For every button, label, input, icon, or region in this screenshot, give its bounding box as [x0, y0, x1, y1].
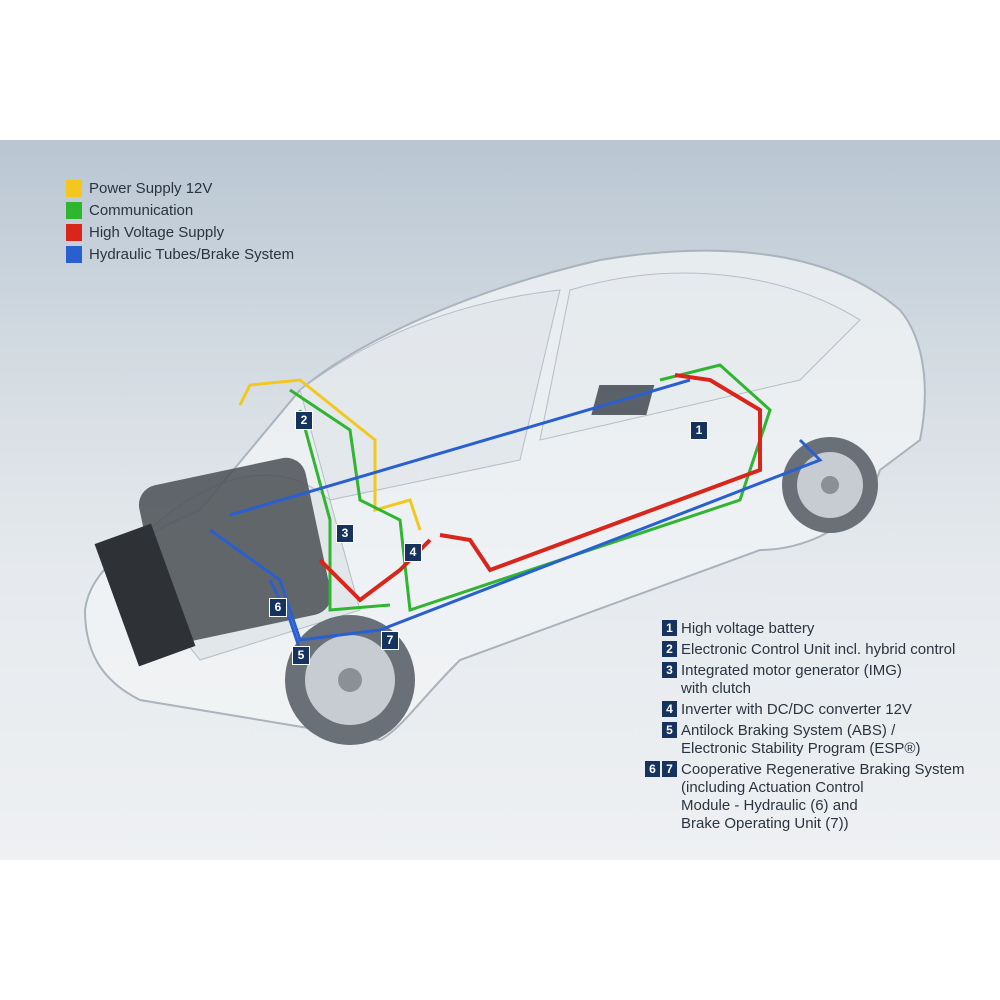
badge-group: 4 [655, 701, 677, 717]
swatch-green [66, 201, 82, 219]
hydraulic-line-3 [268, 579, 302, 651]
key-item: 2 Electronic Control Unit incl. hybrid c… [655, 641, 995, 659]
key-item: 3 Integrated motor generator (IMG) with … [655, 662, 995, 698]
high-voltage-line [439, 373, 762, 573]
legend-item-hydraulic: Hydraulic Tubes/Brake System [66, 243, 294, 265]
communication-line [289, 363, 772, 613]
number-badge: 6 [645, 761, 660, 777]
legend-label: Hydraulic Tubes/Brake System [89, 245, 295, 263]
radiator [94, 523, 196, 667]
legend-item-high-voltage: High Voltage Supply [66, 221, 294, 243]
marker-6: 6 [269, 598, 287, 617]
legend-label: High Voltage Supply [89, 223, 225, 241]
communication-line-2 [298, 409, 391, 612]
badge-group: 5 [655, 722, 677, 738]
swatch-red [66, 223, 82, 241]
color-legend: Power Supply 12V Communication High Volt… [66, 177, 294, 265]
marker-4: 4 [404, 543, 422, 562]
key-text: Antilock Braking System (ABS) / Electron… [681, 722, 921, 757]
diagram-panel: Power Supply 12V Communication High Volt… [0, 140, 1000, 860]
marker-3: 3 [336, 524, 354, 543]
number-badge: 1 [662, 620, 677, 636]
hydraulic-line-2 [209, 438, 823, 642]
swatch-yellow [66, 179, 82, 197]
marker-2: 2 [295, 411, 313, 430]
badge-group: 1 [655, 620, 677, 636]
badge-group: 2 [655, 641, 677, 657]
hydraulic-line [229, 378, 691, 517]
badge-group: 3 [655, 662, 677, 678]
key-text: Inverter with DC/DC converter 12V [681, 701, 912, 718]
legend-label: Power Supply 12V [89, 179, 213, 197]
number-badge: 7 [662, 761, 677, 777]
swatch-blue [66, 245, 82, 263]
key-text: Electronic Control Unit incl. hybrid con… [681, 641, 956, 658]
engine-block [138, 457, 332, 643]
key-text: Integrated motor generator (IMG) with cl… [681, 662, 902, 697]
number-badge: 4 [662, 701, 677, 717]
number-badge: 2 [662, 641, 677, 657]
key-item: 4 Inverter with DC/DC converter 12V [655, 701, 995, 719]
marker-7: 7 [381, 631, 399, 650]
rear-wheel [782, 437, 878, 533]
key-item: 5 Antilock Braking System (ABS) / Electr… [655, 722, 995, 758]
key-item: 1 High voltage battery [655, 620, 995, 638]
marker-1: 1 [690, 421, 708, 440]
car-windshield [299, 289, 561, 501]
key-text: High voltage battery [681, 620, 815, 637]
car-illustration [83, 249, 926, 745]
legend-item-communication: Communication [66, 199, 294, 221]
power-supply-line [238, 378, 422, 531]
number-badge: 3 [662, 662, 677, 678]
legend-label: Communication [89, 201, 194, 219]
key-text: Cooperative Regenerative Braking System … [681, 761, 965, 832]
legend-item-power-supply: Power Supply 12V [66, 177, 294, 199]
number-badge: 5 [662, 722, 677, 738]
marker-5: 5 [292, 646, 310, 665]
component-key: 1 High voltage battery 2 Electronic Cont… [645, 620, 995, 836]
